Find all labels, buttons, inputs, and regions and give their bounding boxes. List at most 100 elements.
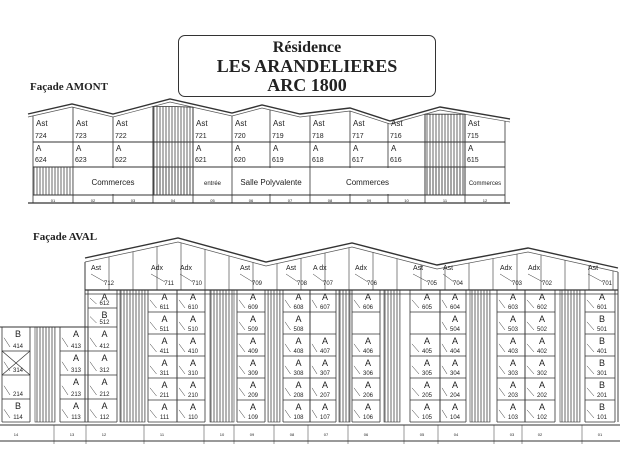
unit-number: 609 [248,305,259,311]
unit-number: 621 [195,157,207,164]
unit-type: A [539,336,545,346]
ground-label: entrée [204,181,222,187]
unit-type: Ast [116,119,128,128]
leader-line [284,343,291,353]
column-number: 01 [598,432,603,437]
unit-number: 211 [160,393,170,399]
column-number: 09 [250,432,255,437]
leader-line [526,409,535,419]
leader-line [441,365,448,375]
unit-type: B [599,358,605,368]
unit-type: A [365,358,371,368]
unit-type: A [73,401,79,411]
leader-line [149,299,157,309]
unit-type: A [190,402,196,412]
ground-cell [194,168,231,194]
leader-line [238,343,246,353]
unit-number: 107 [320,415,331,421]
column-number: 07 [324,432,329,437]
leader-line [238,365,246,375]
unit-type: A [365,292,371,302]
unit-type: A [599,292,605,302]
unit-number: 210 [188,393,199,399]
unit-type: A [190,358,196,368]
unit-type: A [116,144,122,153]
unit-type: A [322,336,328,346]
unit-type: A [73,377,79,387]
unit-type: A [365,380,371,390]
ground-cell [233,168,309,194]
unit-number: 724 [35,133,47,140]
unit-number: 403 [508,349,519,355]
unit-number: 720 [234,133,246,140]
unit-type: A [235,144,241,153]
unit-type: A [468,144,474,153]
unit-type: A [196,144,202,153]
unit-type: A [250,380,256,390]
leader-line [89,337,97,348]
unit-number: 303 [508,371,519,377]
unit-type: Ast [353,119,365,128]
leader-line [239,273,254,283]
column-number: 09 [367,198,372,203]
column-number: 02 [538,432,543,437]
leader-line [354,273,369,283]
unit-type: A [295,292,301,302]
unit-number: 106 [363,415,374,421]
unit-type: A [76,144,82,153]
column-number: 08 [328,198,333,203]
unit-number: 501 [597,327,608,333]
unit-number: 512 [99,320,110,326]
unit-number: 308 [293,371,304,377]
column-number: 08 [290,432,295,437]
unit-type: A [190,380,196,390]
leader-line [586,409,595,419]
unit-type: A [313,144,319,153]
unit-type: A [539,358,545,368]
roof-line [84,237,619,269]
unit-number: 314 [13,368,24,374]
unit-number: 309 [248,371,259,377]
apartment-cell: A 210 [178,380,199,399]
unit-type: A [510,358,516,368]
ground-cell [74,168,152,194]
unit-type: A [424,336,430,346]
stairwell-hatch [383,289,401,423]
leader-line [498,387,506,397]
column-number: 14 [14,432,19,437]
unit-number: 305 [422,371,433,377]
leader-line [586,343,595,353]
unit-type: A [365,336,371,346]
column-number: 12 [483,198,488,203]
roof-line [27,98,511,122]
leader-line [311,343,318,353]
ground-label: Commerces [91,178,134,187]
leader-line [411,343,420,353]
unit-number: 105 [422,415,433,421]
unit-type: A [539,402,545,412]
column-number: 01 [51,198,56,203]
